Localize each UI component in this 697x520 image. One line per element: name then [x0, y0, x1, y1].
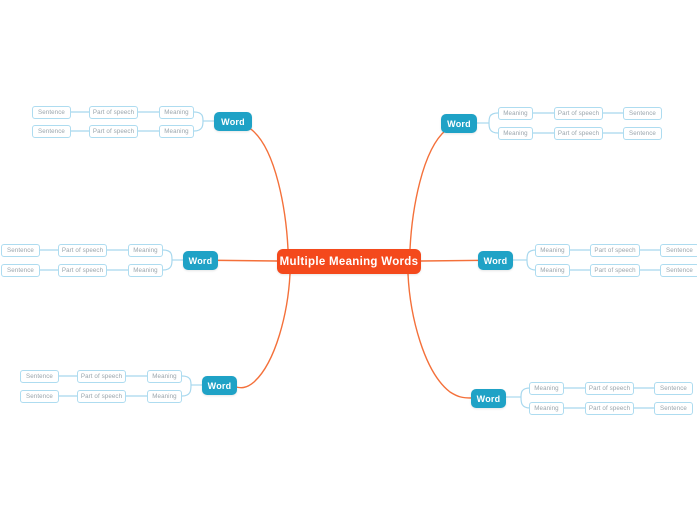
part-of-speech-node[interactable]: Part of speech [554, 127, 603, 140]
part-of-speech-node[interactable]: Part of speech [58, 244, 107, 257]
meaning-label: Meaning [534, 405, 559, 412]
part-of-speech-node[interactable]: Part of speech [58, 264, 107, 277]
meaning-node[interactable]: Meaning [535, 264, 570, 277]
sentence-label: Sentence [26, 373, 53, 380]
part-of-speech-label: Part of speech [557, 110, 600, 117]
part-of-speech-label: Part of speech [588, 405, 631, 412]
meaning-node[interactable]: Meaning [535, 244, 570, 257]
sentence-label: Sentence [38, 128, 65, 135]
sentence-node[interactable]: Sentence [20, 390, 59, 403]
meaning-label: Meaning [164, 109, 189, 116]
edge-center-top-right [409, 122, 452, 250]
meaning-node[interactable]: Meaning [529, 382, 564, 395]
part-of-speech-node[interactable]: Part of speech [585, 402, 634, 415]
sentence-node[interactable]: Sentence [20, 370, 59, 383]
center-node[interactable]: Multiple Meaning Words [277, 249, 421, 274]
word-node-middle-left[interactable]: Word [183, 251, 218, 270]
part-of-speech-label: Part of speech [80, 373, 123, 380]
sentence-label: Sentence [666, 267, 693, 274]
word-node-label: Word [188, 255, 213, 266]
word-node-label: Word [207, 380, 232, 391]
word-node-label: Word [447, 118, 471, 129]
word-node-bottom-right[interactable]: Word [471, 389, 506, 408]
sentence-node[interactable]: Sentence [32, 106, 71, 119]
sentence-label: Sentence [38, 109, 65, 116]
part-of-speech-label: Part of speech [594, 267, 636, 274]
meaning-node[interactable]: Meaning [147, 370, 182, 383]
word-node-label: Word [483, 255, 508, 266]
sentence-node[interactable]: Sentence [32, 125, 71, 138]
sentence-node[interactable]: Sentence [660, 264, 697, 277]
word-node-bottom-left[interactable]: Word [202, 376, 237, 395]
edge-center-bottom-right [407, 273, 473, 399]
word-node-middle-right[interactable]: Word [478, 251, 513, 270]
sentence-label: Sentence [26, 393, 53, 400]
meaning-node[interactable]: Meaning [128, 244, 163, 257]
part-of-speech-node[interactable]: Part of speech [554, 107, 603, 120]
meaning-label: Meaning [540, 247, 565, 254]
word-node-top-left[interactable]: Word [214, 112, 252, 131]
part-of-speech-label: Part of speech [594, 247, 636, 254]
word-node-label: Word [221, 116, 245, 127]
meaning-node[interactable]: Meaning [498, 107, 533, 120]
part-of-speech-node[interactable]: Part of speech [590, 244, 640, 257]
sentence-label: Sentence [629, 130, 656, 137]
part-of-speech-label: Part of speech [92, 109, 135, 116]
meaning-label: Meaning [164, 128, 189, 135]
sentence-node[interactable]: Sentence [1, 244, 40, 257]
part-of-speech-node[interactable]: Part of speech [89, 125, 138, 138]
part-of-speech-label: Part of speech [92, 128, 135, 135]
meaning-label: Meaning [152, 393, 177, 400]
sentence-node[interactable]: Sentence [654, 382, 693, 395]
part-of-speech-label: Part of speech [61, 247, 104, 254]
sentence-node[interactable]: Sentence [1, 264, 40, 277]
word-node-label: Word [476, 393, 501, 404]
part-of-speech-node[interactable]: Part of speech [89, 106, 138, 119]
bracket-bottom-left [181, 375, 192, 397]
sentence-label: Sentence [7, 267, 34, 274]
meaning-label: Meaning [503, 130, 528, 137]
meaning-node[interactable]: Meaning [498, 127, 533, 140]
part-of-speech-label: Part of speech [588, 385, 631, 392]
sentence-node[interactable]: Sentence [654, 402, 693, 415]
sentence-label: Sentence [660, 385, 687, 392]
sentence-label: Sentence [629, 110, 656, 117]
bracket-top-right [488, 112, 499, 134]
edge-center-bottom-left [235, 273, 291, 389]
sentence-label: Sentence [666, 247, 693, 254]
meaning-node[interactable]: Meaning [159, 106, 194, 119]
meaning-label: Meaning [133, 247, 158, 254]
meaning-label: Meaning [152, 373, 177, 380]
sentence-label: Sentence [660, 405, 687, 412]
meaning-label: Meaning [133, 267, 158, 274]
meaning-node[interactable]: Meaning [147, 390, 182, 403]
part-of-speech-label: Part of speech [557, 130, 600, 137]
part-of-speech-label: Part of speech [80, 393, 123, 400]
meaning-label: Meaning [534, 385, 559, 392]
sentence-node[interactable]: Sentence [623, 127, 662, 140]
meaning-label: Meaning [540, 267, 565, 274]
edge-center-top-left [214, 120, 289, 250]
meaning-label: Meaning [503, 110, 528, 117]
sentence-node[interactable]: Sentence [660, 244, 697, 257]
bracket-top-left [193, 111, 204, 132]
sentence-label: Sentence [7, 247, 34, 254]
part-of-speech-node[interactable]: Part of speech [585, 382, 634, 395]
part-of-speech-node[interactable]: Part of speech [590, 264, 640, 277]
word-node-top-right[interactable]: Word [441, 114, 477, 133]
meaning-node[interactable]: Meaning [529, 402, 564, 415]
part-of-speech-node[interactable]: Part of speech [77, 390, 126, 403]
bracket-middle-left [162, 249, 173, 271]
meaning-node[interactable]: Meaning [159, 125, 194, 138]
part-of-speech-label: Part of speech [61, 267, 104, 274]
center-node-label: Multiple Meaning Words [279, 255, 419, 268]
meaning-node[interactable]: Meaning [128, 264, 163, 277]
sentence-node[interactable]: Sentence [623, 107, 662, 120]
part-of-speech-node[interactable]: Part of speech [77, 370, 126, 383]
